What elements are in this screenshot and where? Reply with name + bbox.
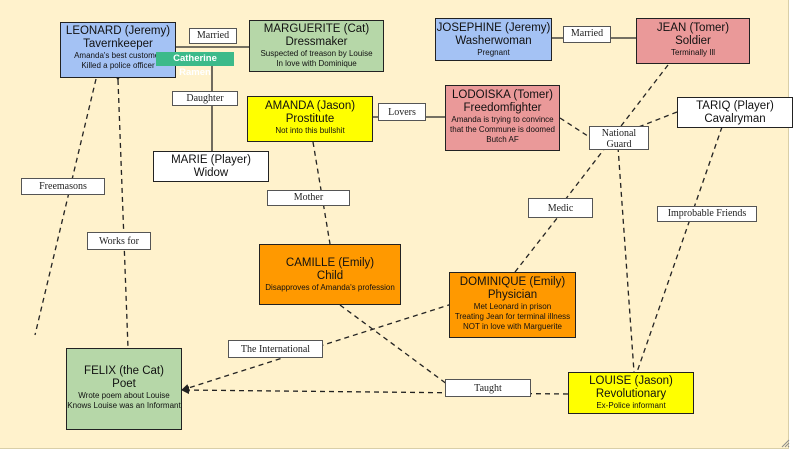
node-tariq-name: TARIQ (Player) — [696, 100, 774, 112]
label-works-for[interactable]: Works for — [87, 232, 151, 250]
line-dominique-felix — [181, 303, 453, 392]
node-josephine-desc-1: Pregnant — [477, 47, 510, 57]
node-leonard[interactable]: LEONARD (Jeremy) Tavernkeeper Amanda's b… — [60, 22, 176, 78]
node-amanda-role: Prostitute — [285, 112, 335, 125]
node-marie-name: MARIE (Player) — [171, 154, 251, 166]
node-leonard-desc-1: Amanda's best customer — [74, 50, 162, 60]
node-amanda[interactable]: AMANDA (Jason) Prostitute Not into this … — [247, 96, 373, 142]
node-dominique[interactable]: DOMINIQUE (Emily) Physician Met Leonard … — [449, 272, 576, 338]
resize-handle-icon[interactable] — [780, 438, 790, 448]
node-marie-role: Widow — [193, 166, 229, 179]
node-josephine[interactable]: JOSEPHINE (Jeremy) Washerwoman Pregnant — [435, 18, 552, 61]
node-lodoiska-desc-2: that the Commune is doomed — [450, 124, 555, 134]
node-marie[interactable]: MARIE (Player) Widow — [153, 151, 269, 182]
node-felix[interactable]: FELIX (the Cat) Poet Wrote poem about Lo… — [66, 348, 182, 430]
line-tariq-nationalguard — [635, 111, 678, 129]
node-dominique-desc-1: Met Leonard in prison — [473, 301, 552, 311]
node-louise[interactable]: LOUISE (Jason) Revolutionary Ex-Police i… — [568, 372, 694, 414]
node-amanda-desc-1: Not into this bullshit — [275, 125, 345, 135]
node-marguerite-desc-2: In love with Dominique — [276, 58, 357, 68]
label-improbable-friends[interactable]: Improbable Friends — [657, 206, 757, 222]
line-jean-nationalguard — [617, 64, 669, 131]
label-married-leonard-marguerite[interactable]: Married — [189, 28, 237, 44]
line-dominique-medic — [514, 207, 566, 273]
label-the-international[interactable]: The International — [228, 340, 323, 358]
node-dominique-name: DOMINIQUE (Emily) — [459, 276, 566, 288]
line-leonard-felix — [113, 72, 129, 349]
label-mother[interactable]: Mother — [267, 190, 350, 206]
node-jean-desc-1: Terminally Ill — [670, 47, 715, 57]
node-camille-role: Child — [316, 269, 344, 282]
node-louise-desc-1: Ex-Police informant — [596, 400, 666, 410]
label-taught[interactable]: Taught — [445, 379, 531, 397]
node-tariq[interactable]: TARIQ (Player) Cavalryman — [677, 97, 793, 128]
node-camille-name: CAMILLE (Emily) — [285, 257, 375, 269]
node-louise-name: LOUISE (Jason) — [589, 375, 673, 387]
node-camille-desc-1: Disapproves of Amanda's profession — [265, 282, 395, 292]
node-josephine-role: Washerwoman — [455, 34, 532, 47]
node-josephine-name: JOSEPHINE (Jeremy) — [436, 22, 551, 34]
label-daughter[interactable]: Daughter — [172, 91, 238, 106]
node-leonard-name: LEONARD (Jeremy) — [65, 25, 171, 37]
node-felix-name: FELIX (the Cat) — [84, 365, 164, 377]
node-louise-role: Revolutionary — [595, 387, 667, 400]
node-lodoiska-role: Freedomfighter — [463, 101, 542, 114]
node-lodoiska[interactable]: LODOISKA (Tomer) Freedomfighter Amanda i… — [445, 85, 560, 151]
node-dominique-role: Physician — [487, 288, 538, 301]
node-tariq-role: Cavalryman — [704, 112, 766, 125]
node-marguerite-desc-1: Suspected of treason by Louise — [260, 48, 373, 58]
node-dominique-desc-2: Treating Jean for terminal illness — [454, 311, 571, 321]
node-marguerite-role: Dressmaker — [285, 35, 348, 48]
line-leonard-freemasons — [34, 78, 97, 336]
node-felix-desc-1: Wrote poem about Louise — [78, 390, 170, 400]
line-lodoiska-nationalguard — [559, 117, 595, 141]
node-dominique-desc-3: NOT in love with Marguerite — [463, 321, 562, 331]
node-leonard-desc-2: Killed a police officer — [81, 60, 155, 70]
node-jean-name: JEAN (Tomer) — [656, 22, 730, 34]
node-leonard-role: Tavernkeeper — [83, 37, 153, 50]
node-marguerite-name: MARGUERITE (Cat) — [263, 23, 370, 35]
line-medic-nationalguard — [564, 147, 606, 201]
label-lovers[interactable]: Lovers — [378, 103, 426, 121]
node-camille[interactable]: CAMILLE (Emily) Child Disapproves of Ama… — [259, 244, 401, 305]
node-felix-desc-2: Knows Louise was an Informant — [67, 400, 181, 410]
node-lodoiska-name: LODOISKA (Tomer) — [452, 89, 553, 101]
node-jean[interactable]: JEAN (Tomer) Soldier Terminally Ill — [636, 18, 750, 64]
label-national-guard-line-2: Guard — [606, 139, 632, 150]
node-amanda-name: AMANDA (Jason) — [264, 100, 356, 112]
collaborator-cursor-tag: Catherine Ramen — [156, 52, 234, 78]
node-lodoiska-desc-3: Butch AF — [486, 134, 519, 144]
node-lodoiska-desc-1: Amanda is trying to convince — [451, 114, 554, 124]
line-tariq-louise — [636, 126, 723, 373]
label-medic[interactable]: Medic — [528, 198, 593, 218]
label-national-guard-line-1: National — [601, 128, 637, 139]
node-marguerite[interactable]: MARGUERITE (Cat) Dressmaker Suspected of… — [249, 20, 384, 72]
node-jean-role: Soldier — [675, 34, 711, 47]
label-freemasons[interactable]: Freemasons — [21, 178, 105, 195]
label-married-josephine-jean[interactable]: Married — [563, 26, 611, 43]
label-national-guard[interactable]: National Guard — [589, 126, 649, 150]
line-nationalguard-louise — [617, 146, 635, 373]
node-felix-role: Poet — [112, 377, 136, 390]
line-camille-louise — [339, 304, 456, 391]
